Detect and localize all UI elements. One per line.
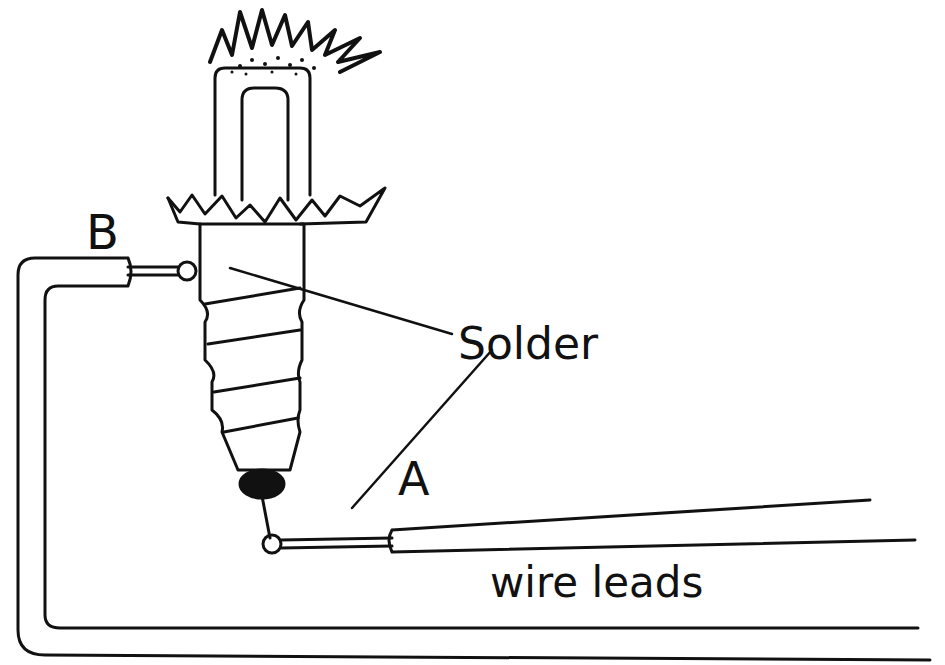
stripped-wire [281, 538, 392, 548]
wire-insulation [18, 258, 930, 660]
broken-glass-left [168, 198, 200, 224]
solder-blob [263, 535, 281, 553]
base-contact-stem [262, 496, 270, 538]
bulb-filament-post [242, 88, 288, 200]
flash-dots [231, 56, 317, 76]
point-label: B [86, 208, 119, 256]
wire-label: wire leads [490, 562, 703, 604]
stripped-wire [128, 267, 178, 275]
leader-line [352, 350, 492, 508]
solder-blob [178, 262, 196, 280]
wire-insulation [389, 500, 915, 552]
bulb-base [200, 224, 304, 470]
solder-label: Solder [458, 322, 598, 366]
base-contact [240, 470, 284, 498]
base-threads [205, 288, 300, 432]
leader-line [230, 268, 452, 334]
flash-burst [210, 10, 380, 72]
point-label: A [398, 456, 429, 502]
broken-glass [168, 188, 385, 224]
